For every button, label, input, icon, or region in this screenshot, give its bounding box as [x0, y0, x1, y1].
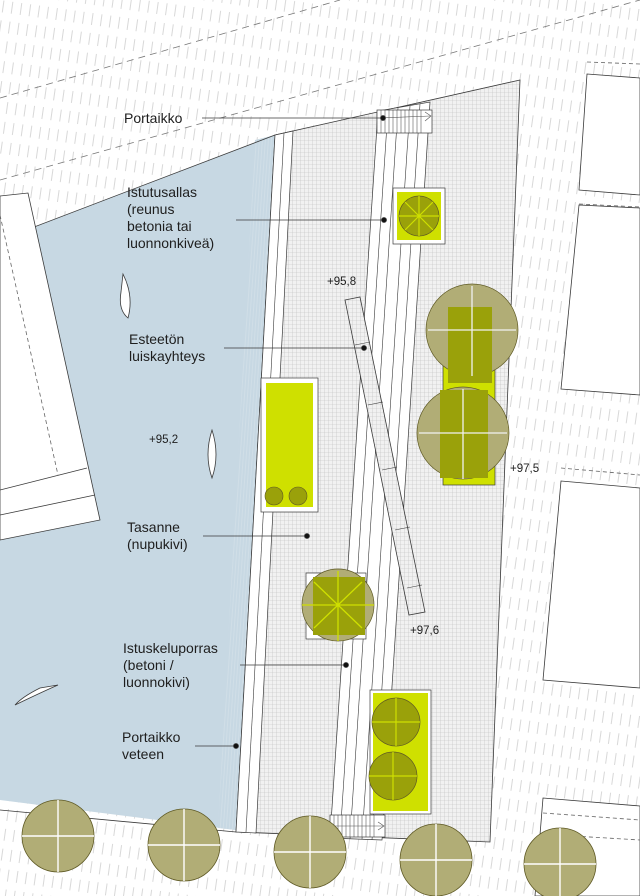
- label-istutusallas: Istutusallas (reunus betonia tai luonnon…: [127, 184, 215, 251]
- street-trees: [21, 799, 597, 896]
- elevation-976: +97,6: [410, 625, 440, 637]
- left-building: [0, 192, 101, 541]
- water-area: [0, 135, 275, 830]
- label-istuskeluporras: Istuskeluporras (betoni / luonnokivi): [123, 640, 218, 690]
- right-building-3: [542, 480, 640, 689]
- label-portaikko-veteen: Portaikko veteen: [122, 729, 181, 762]
- accessible-ramp: [344, 296, 426, 616]
- label-tasanne: Tasanne (nupukivi): [127, 519, 188, 552]
- label-esteeton-luiskayhteys: Esteetön luiskayhteys: [129, 331, 206, 364]
- boat-2: [207, 428, 217, 480]
- label-portaikko: Portaikko: [124, 110, 183, 126]
- right-building-1: [578, 73, 640, 196]
- boat-1: [119, 272, 131, 319]
- top-stair: [376, 109, 433, 134]
- boat-3: [14, 684, 59, 706]
- elevation-952: +95,2: [149, 434, 179, 446]
- elevation-975: +97,5: [510, 463, 540, 475]
- elevation-958: +95,8: [327, 276, 357, 288]
- right-building-2: [560, 204, 640, 396]
